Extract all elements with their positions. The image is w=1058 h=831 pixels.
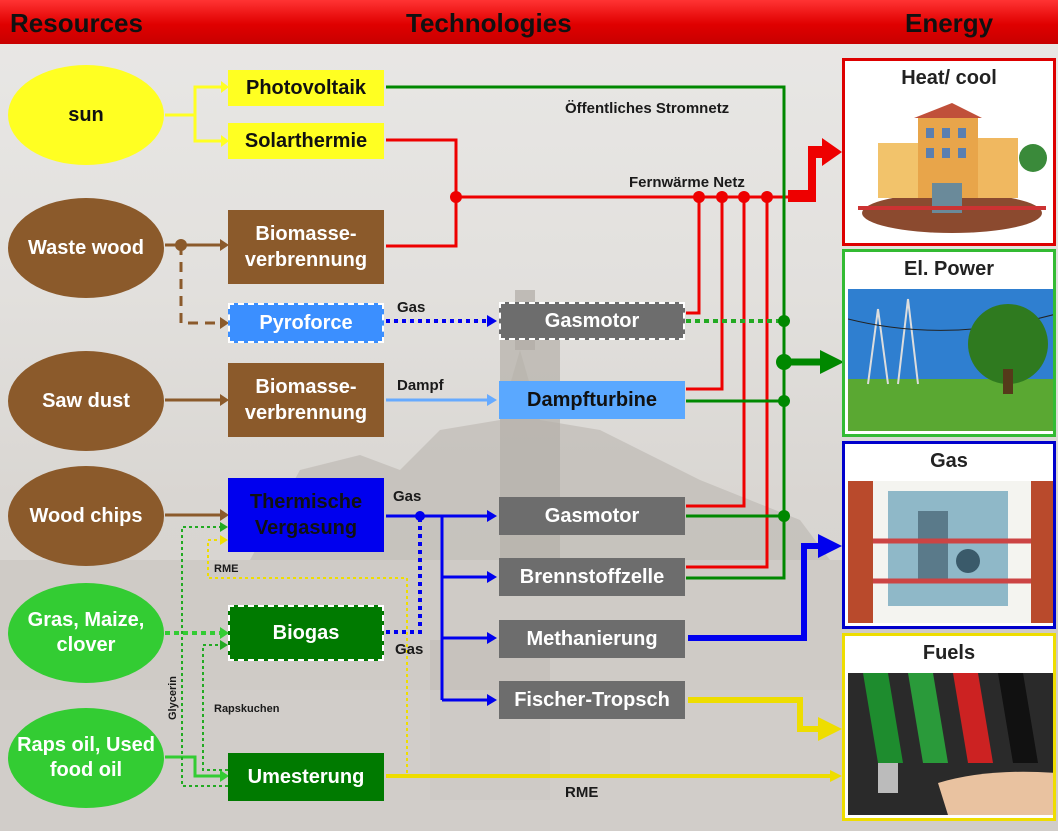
- fernwaerme-label: Fernwärme Netz: [629, 174, 745, 191]
- energy-heat-cool-title: Heat/ cool: [901, 67, 997, 89]
- arrow-sun-st: [221, 135, 229, 147]
- arrow-sawdust: [220, 394, 229, 406]
- ft-fuels-line: [688, 697, 822, 732]
- tech-biogas: Biogas: [228, 605, 384, 661]
- heat-arrow: [788, 138, 842, 202]
- tech-solarthermie: Solarthermie: [228, 123, 384, 159]
- arrow-raps-umest: [220, 770, 229, 782]
- therm-junction: [415, 511, 425, 521]
- resource-saw-dust: Saw dust: [8, 351, 164, 451]
- gas-label-pyro: Gas: [397, 299, 425, 316]
- energy-fuels-title: Fuels: [922, 642, 976, 664]
- tech-gasmotor-2: Gasmotor: [499, 497, 685, 535]
- energy-fuels-panel: Fuels: [842, 633, 1056, 821]
- arrow-gras-biogas: [220, 627, 229, 639]
- power-lines-image: [848, 289, 1053, 431]
- stromnetz-network: [386, 85, 786, 580]
- rme-small-label: RME: [214, 563, 238, 575]
- fuels-arrow: [818, 717, 842, 741]
- gas-station-image: [848, 481, 1053, 623]
- meth-gas-line: [688, 543, 822, 641]
- energy-gas-title: Gas: [930, 450, 968, 472]
- fuel-nozzles-image: [848, 673, 1053, 815]
- resource-gras-maize-clover: Gras, Maize, clover: [8, 583, 164, 683]
- fernwaerme-dot: [761, 191, 773, 203]
- heat-house-image: [848, 98, 1053, 240]
- rapskuchen-line: [202, 644, 228, 771]
- waste-wood-connector: [165, 243, 222, 325]
- resources-heading: Resources: [10, 8, 143, 38]
- resource-raps-oil: Raps oil, Used food oil: [8, 708, 164, 808]
- gas-arrow: [818, 534, 842, 558]
- sun-connector: [165, 85, 222, 143]
- arrow-pyro-gas: [487, 315, 497, 327]
- technologies-heading: Technologies: [406, 8, 572, 38]
- header-bar: [0, 0, 1058, 44]
- stromnetz-label: Öffentliches Stromnetz: [565, 100, 729, 117]
- arrow-rapskuchen: [220, 640, 228, 650]
- energy-el-power-panel: El. Power: [842, 249, 1056, 437]
- glycerin-line: [181, 526, 228, 787]
- fernwaerme-dot: [693, 191, 705, 203]
- tech-pyroforce: Pyroforce: [228, 303, 384, 343]
- arrow-dampf: [487, 394, 497, 406]
- tech-brennstoffzelle: Brennstoffzelle: [499, 558, 685, 596]
- fernwaerme-dot: [738, 191, 750, 203]
- rme-arrow: [830, 770, 842, 782]
- strom-dot: [778, 315, 790, 327]
- arrow-rme-small: [220, 535, 228, 545]
- biogas-gas-line: [386, 516, 422, 634]
- energy-heat-cool-panel: Heat/ cool: [842, 58, 1056, 246]
- gas-label-biogas: Gas: [395, 641, 423, 658]
- resource-waste-wood: Waste wood: [8, 198, 164, 298]
- fernwaerme-dot: [450, 191, 462, 203]
- strom-dot: [778, 395, 790, 407]
- strom-dot-big: [776, 354, 792, 370]
- strom-dot: [778, 510, 790, 522]
- arrow-sun-pv: [221, 81, 229, 93]
- raps-umest-line: [165, 755, 222, 778]
- gas-label-therm: Gas: [393, 488, 421, 505]
- tech-biomasseverbrennung-2: Biomasse-verbrennung: [228, 363, 384, 437]
- resource-sun: sun: [8, 65, 164, 165]
- dampf-label: Dampf: [397, 377, 445, 394]
- tech-dampfturbine: Dampfturbine: [499, 381, 685, 419]
- power-arrow: [820, 350, 844, 374]
- tech-fischer-tropsch: Fischer-Tropsch: [499, 681, 685, 719]
- arrow-woodchips: [220, 509, 229, 521]
- energy-gas-panel: Gas: [842, 441, 1056, 629]
- rapskuchen-label: Rapskuchen: [214, 703, 280, 715]
- arrow-therm-gasmotor: [487, 510, 497, 522]
- tech-methanierung: Methanierung: [499, 620, 685, 658]
- tech-biomasseverbrennung-1: Biomasse-verbrennung: [228, 210, 384, 284]
- tech-gasmotor-1: Gasmotor: [499, 302, 685, 340]
- arrow-wastewood-bio: [220, 239, 229, 251]
- tech-umesterung: Umesterung: [228, 753, 384, 801]
- rme-small-line: [207, 539, 408, 777]
- energy-heading: Energy: [905, 8, 994, 38]
- arrow-wastewood-pyro: [220, 317, 229, 329]
- energy-el-power-title: El. Power: [903, 258, 995, 280]
- resource-wood-chips: Wood chips: [8, 466, 164, 566]
- glycerin-label: Glycerin: [167, 676, 179, 720]
- arrow-therm-bsz: [487, 571, 497, 583]
- tech-photovoltaik: Photovoltaik: [228, 70, 384, 106]
- arrow-therm-ft: [487, 694, 497, 706]
- fernwaerme-dot: [716, 191, 728, 203]
- arrow-glycerin: [220, 522, 228, 532]
- waste-wood-junction: [175, 239, 187, 251]
- arrow-therm-meth: [487, 632, 497, 644]
- rme-bottom-label: RME: [565, 784, 598, 801]
- tech-thermische-vergasung: Thermische Vergasung: [228, 478, 384, 552]
